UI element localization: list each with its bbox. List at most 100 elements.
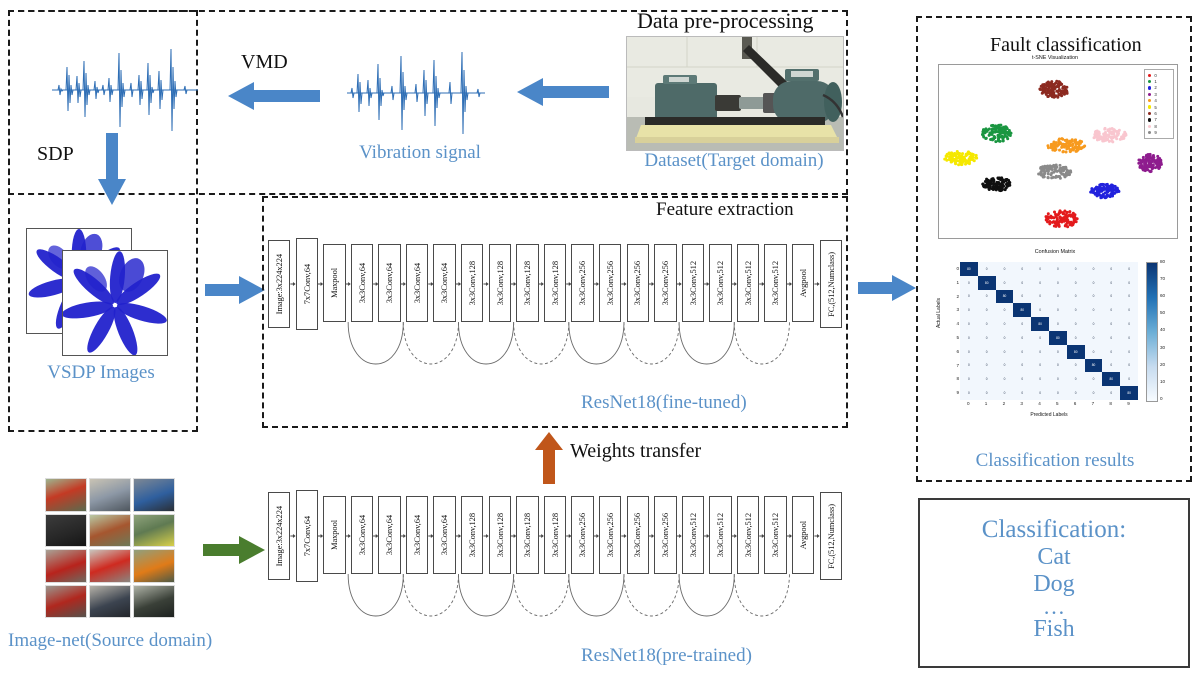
cm-cell: 0 [1066,386,1085,400]
cm-ytick: 5 [956,335,959,340]
tsne-legend-item-3: 3 [1148,91,1170,97]
resnet-layer-6: 3x3Conv,64 [433,244,456,322]
cm-cell: 0 [1084,344,1103,359]
cm-cell: 0 [977,303,996,318]
resnet-layer-12: 3x3Conv,256 [598,496,622,574]
colorbar-tick: 10 [1160,378,1166,384]
resnet-layer-3: 3x3Conv,64 [350,244,374,322]
imagenet-thumb [133,478,175,512]
resnet-layer-14: 3x3Conv,256 [654,496,677,574]
resnet-layer-label: 3x3Conv,256 [604,512,615,558]
cm-cell: 80 [1102,372,1121,387]
tsne-legend-item-5: 5 [1148,104,1170,110]
vsdp-image-front [62,250,168,356]
cm-cell: 0 [1013,262,1032,276]
resnet-layer-6: 3x3Conv,64 [433,496,456,574]
weights-transfer-label: Weights transfer [570,440,702,462]
cm-cell: 80 [1048,331,1067,345]
resnet-layer-label: Maxpool [329,520,340,550]
colorbar-tick: 80 [1160,259,1166,264]
resnet-layer-3: 3x3Conv,64 [350,496,374,574]
resnet-layer-16: 3x3Conv,512 [709,496,732,574]
resnet-layer-8: 3x3Conv,128 [488,244,512,322]
cm-cell: 0 [1102,358,1121,373]
cm-cell: 0 [1102,317,1121,331]
resnet-layer-label: FC,(512,Numclass) [825,251,836,317]
resnet-layer-12: 3x3Conv,256 [598,244,622,322]
resnet-layer-label: 3x3Conv,128 [494,260,505,306]
legend-color-dot [1148,79,1152,84]
imagenet-thumb [45,549,87,583]
legend-label: 6 [1154,111,1157,117]
resnet-layer-label: 3x3Conv,512 [770,260,781,306]
tsne-cluster-8 [939,65,1177,238]
cm-cell: 0 [1120,372,1138,387]
resnet-layer-5: 3x3Conv,64 [405,244,429,322]
cm-cell: 0 [960,372,978,387]
cm-cell: 0 [960,303,978,318]
legend-color-dot [1148,92,1152,97]
tsne-title: t-SNE Visualization [1031,55,1079,61]
cm-cell: 0 [1120,275,1138,290]
colorbar-tick: 40 [1160,327,1166,333]
cm-cell: 0 [1102,303,1121,318]
resnet-layer-17: 3x3Conv,512 [736,496,760,574]
cm-cell: 0 [1066,303,1085,318]
cm-ytick: 0 [956,266,959,271]
resnet-layer-15: 3x3Conv,512 [681,244,705,322]
legend-color-dot [1148,105,1152,109]
classification-results-label: Classification results [975,450,1135,471]
cm-cell: 0 [1066,262,1085,276]
class-item-3: Fish [1033,615,1075,642]
vmd-label: VMD [241,51,288,73]
fault-classification-box [916,16,1192,482]
legend-label: 2 [1154,85,1157,91]
cm-cell: 80 [960,262,978,276]
tsne-cluster-9 [939,65,1177,238]
resnet-layer-4: 3x3Conv,64 [378,496,401,574]
resnet-layer-14: 3x3Conv,256 [654,244,677,322]
tsne-cluster-6 [939,65,1177,238]
cm-cell: 0 [1120,331,1138,345]
cm-cell: 0 [995,358,1014,373]
resnet-layer-label: 3x3Conv,64 [439,262,450,304]
cm-ylabel: Actual Labels [936,298,942,329]
cm-cell: 0 [1031,372,1049,387]
resnet-layer-7: 3x3Conv,128 [461,244,484,322]
cm-cell: 0 [1031,289,1049,304]
cm-cell: 80 [1013,303,1032,318]
cm-cell: 0 [1066,358,1085,373]
imagenet-source-domain-label: Image-net(Source domain) [8,630,213,651]
cm-cell: 0 [977,262,996,276]
feature-extraction-box [262,196,848,428]
resnet-layer-label: 3x3Conv,256 [660,260,671,306]
resnet-layer-label: Avgpool [797,268,808,298]
sdp-arrow-down [96,133,128,205]
resnet-layer-label: 3x3Conv,512 [715,260,726,306]
cm-cell: 0 [1084,317,1103,331]
cm-cell: 0 [1066,289,1085,304]
tsne-legend-item-1: 1 [1148,78,1170,84]
cm-cell: 0 [1102,331,1121,345]
resnet-layer-9: 3x3Conv,128 [516,244,539,322]
cm-cell: 0 [1084,331,1103,345]
cm-cell: 0 [995,262,1014,276]
imagenet-thumb [133,584,175,618]
resnet-layer-0: Image:3x224x224 [268,492,291,580]
cm-xtick: 1 [984,401,988,406]
resnet-layer-label: 3x3Conv,64 [356,514,367,556]
imagenet-thumb [45,478,87,512]
tsne-cluster-3 [939,65,1177,238]
resnet-layer-5: 3x3Conv,64 [405,496,429,574]
cm-cell: 0 [960,386,978,400]
cm-cell: 0 [1031,358,1049,373]
feature-extraction-title: Feature extraction [656,199,794,220]
cm-cell: 80 [1066,344,1085,359]
vibration-signal-waveform [345,50,487,136]
cm-cell: 0 [1102,262,1121,276]
cm-ytick: 4 [956,321,959,327]
resnet-layer-label: 7x7Conv,64 [301,263,312,305]
class-item-1: Dog [1033,571,1075,597]
resnet-layer-1: 7x7Conv,64 [295,490,318,582]
